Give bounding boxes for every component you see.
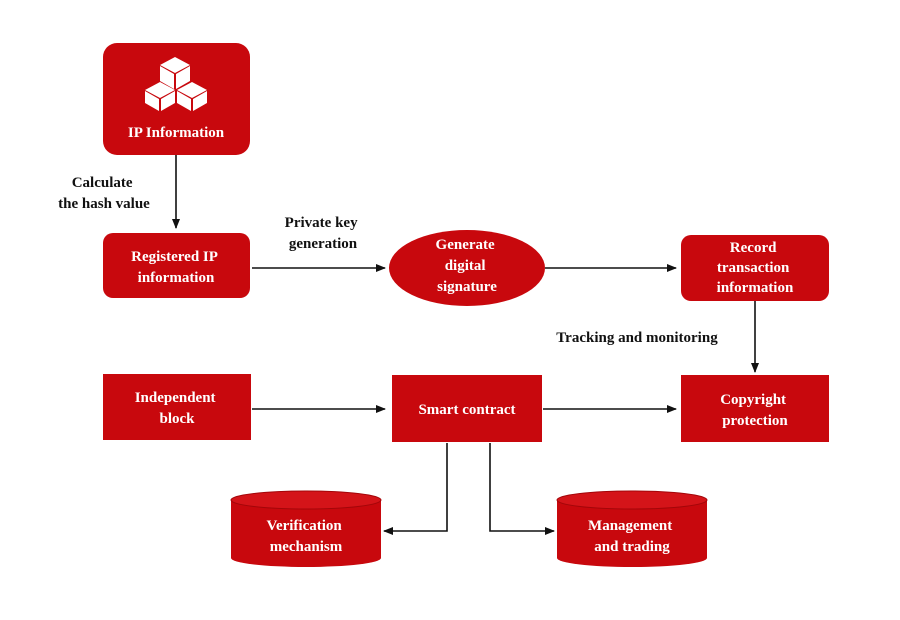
node-management-trading: Management and trading <box>556 490 708 567</box>
node-management-trading-line-2: and trading <box>594 539 670 555</box>
node-record-transaction-line-1: Record <box>730 240 777 256</box>
node-registered-ip-line-2: information <box>138 270 215 286</box>
node-record-transaction: Record transaction information <box>681 235 829 301</box>
edge-contract-to-management <box>489 443 555 535</box>
node-independent-block: Independent block <box>103 374 251 440</box>
label-private-key-line-1: Private key <box>285 215 358 231</box>
node-verification-mechanism-text: Verification mechanism <box>266 518 345 555</box>
node-generate-signature-line-1: Generate <box>436 237 495 253</box>
node-registered-ip-line-1: Registered IP <box>131 249 218 265</box>
label-calculate-hash: Calculate the hash value <box>58 175 150 212</box>
node-generate-signature-text: Generate digital signature <box>436 237 499 295</box>
node-management-trading-text: Management and trading <box>588 518 676 555</box>
node-copyright-protection-line-2: protection <box>722 413 788 429</box>
node-ip-information-line-1: IP Information <box>128 125 225 141</box>
edges <box>172 155 759 535</box>
node-independent-block-line-1: Independent <box>135 390 216 406</box>
node-ip-information: IP Information <box>103 43 250 155</box>
node-independent-block-text: Independent block <box>135 390 220 427</box>
node-generate-signature: Generate digital signature <box>389 230 545 306</box>
node-smart-contract-line-1: Smart contract <box>418 402 515 418</box>
cubes-icon <box>145 57 207 111</box>
label-tracking-monitoring-line-1: Tracking and monitoring <box>556 330 718 346</box>
node-copyright-protection: Copyright protection <box>681 375 829 442</box>
node-generate-signature-line-3: signature <box>437 279 497 295</box>
edge-contract-to-verification <box>383 443 448 535</box>
label-calculate-hash-line-1: Calculate <box>72 175 133 191</box>
node-independent-block-line-2: block <box>159 411 195 427</box>
node-generate-signature-line-2: digital <box>445 258 486 274</box>
label-calculate-hash-line-2: the hash value <box>58 196 150 212</box>
node-copyright-protection-text: Copyright protection <box>720 392 790 429</box>
label-private-key: Private key generation <box>285 215 362 252</box>
node-record-transaction-text: Record transaction information <box>717 240 794 296</box>
node-record-transaction-line-3: information <box>717 280 794 296</box>
node-management-trading-line-1: Management <box>588 518 672 534</box>
node-ip-information-text: IP Information <box>128 125 225 141</box>
node-verification-mechanism-line-2: mechanism <box>270 539 343 555</box>
node-smart-contract-text: Smart contract <box>418 402 515 418</box>
node-registered-ip: Registered IP information <box>103 233 250 298</box>
node-verification-mechanism-line-1: Verification <box>266 518 342 534</box>
node-smart-contract: Smart contract <box>392 375 542 442</box>
node-record-transaction-line-2: transaction <box>717 260 790 276</box>
label-private-key-line-2: generation <box>289 236 358 252</box>
node-verification-mechanism: Verification mechanism <box>230 490 382 567</box>
label-tracking-monitoring: Tracking and monitoring <box>556 330 718 346</box>
node-copyright-protection-line-1: Copyright <box>720 392 786 408</box>
node-registered-ip-text: Registered IP information <box>131 249 221 286</box>
